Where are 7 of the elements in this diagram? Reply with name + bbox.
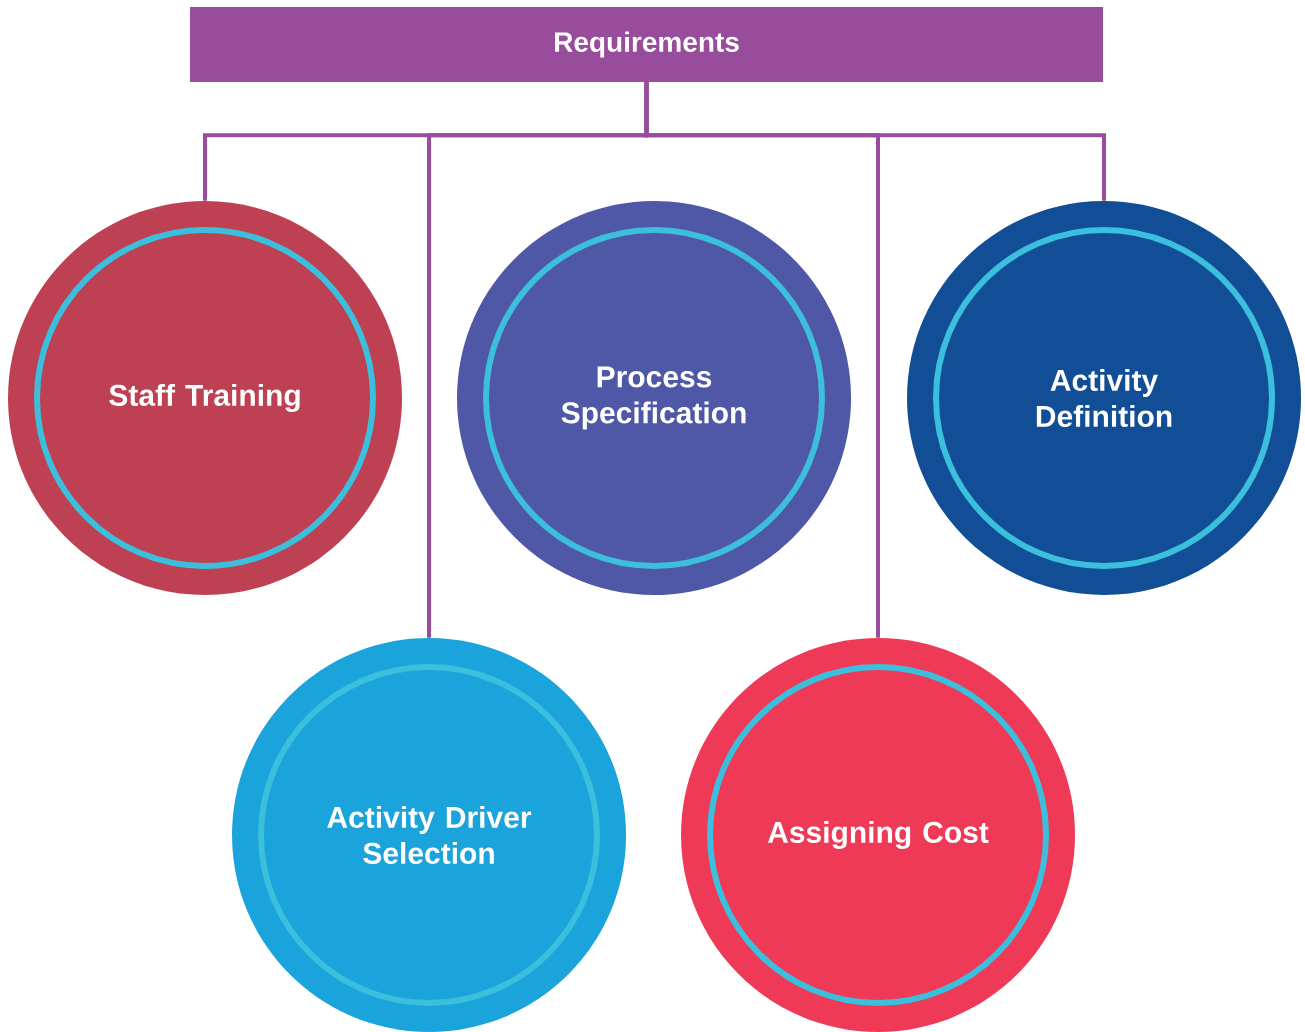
circle-node: Activity Definition xyxy=(907,201,1301,595)
circle-node: Staff Training xyxy=(8,201,402,595)
circle-node: Assigning Cost xyxy=(681,638,1075,1032)
circle-node: Activity Driver Selection xyxy=(232,638,626,1032)
connector-line xyxy=(644,82,1106,201)
circle-node: Process Specification xyxy=(457,201,851,595)
header-box: Requirements xyxy=(190,7,1103,82)
